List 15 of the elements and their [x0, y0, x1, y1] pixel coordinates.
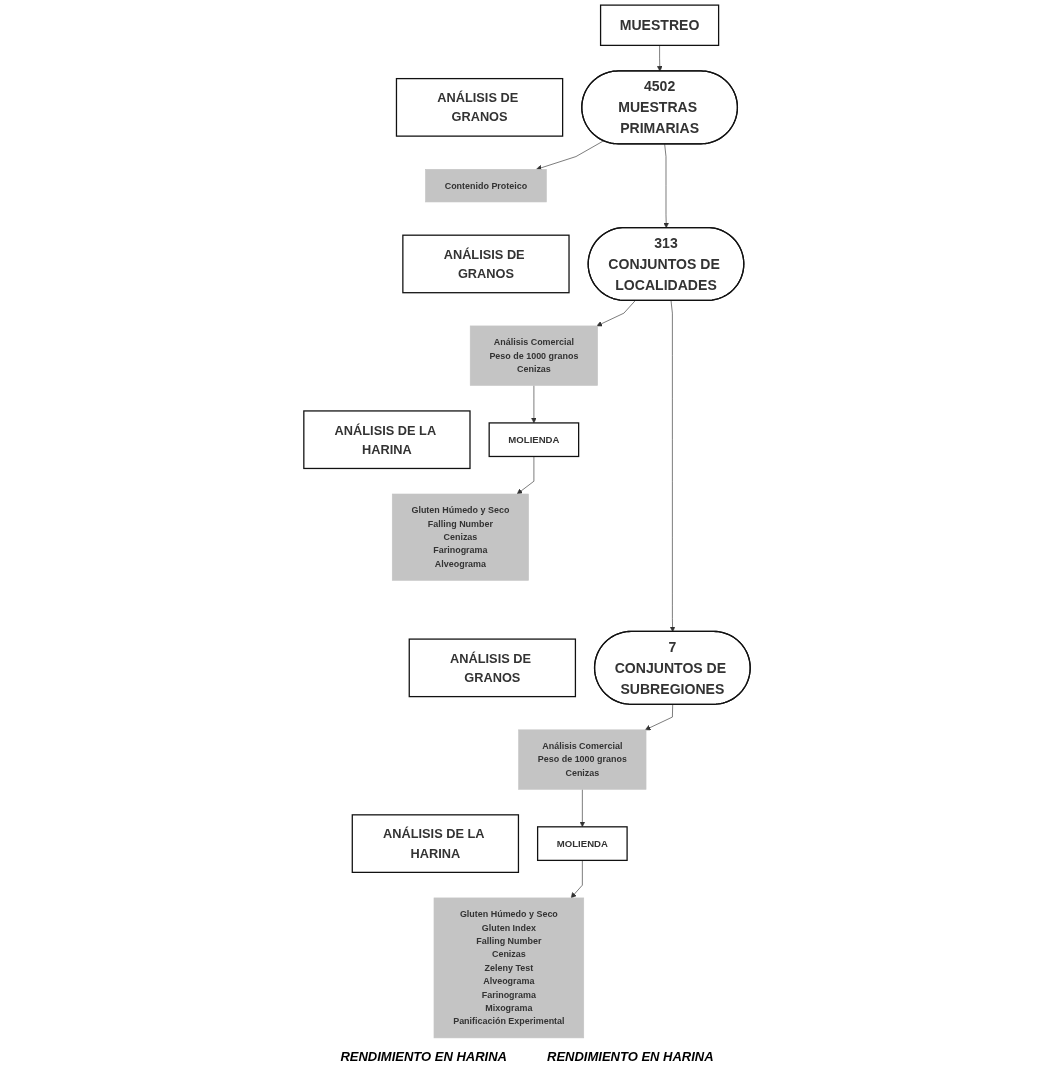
node-box: ANÁLISIS DE GRANOS [408, 638, 577, 698]
node-box: ANÁLISIS DE LA HARINA [303, 410, 471, 470]
node-box: MUESTREO [599, 4, 720, 46]
node-box: Gluten Húmedo y Seco Falling Number Cenizas Farinograma Alveograma [391, 493, 529, 581]
node-box: Análisis Comercial Peso de 1000 granos Cenizas [518, 729, 647, 790]
note-text: RENDIMIENTO EN HARINA [547, 1049, 714, 1064]
node-box: MOLIENDA [488, 422, 580, 458]
node-box: MOLIENDA [537, 826, 628, 861]
node-box: ANÁLISIS DE LA HARINA [351, 814, 520, 873]
note-text: RENDIMIENTO EN HARINA [340, 1049, 507, 1064]
node-box: Gluten Húmedo y Seco Gluten Index Falling Number Cenizas Zeleny Test Alveograma Farinograma Mixograma Panificación Experimental [433, 897, 585, 1039]
node-box: Análisis Comercial Peso de 1000 granos Cenizas [469, 325, 598, 386]
node-box: ANÁLISIS DE GRANOS [395, 77, 564, 137]
node-box: Contenido Proteico [425, 169, 547, 203]
node-box: ANÁLISIS DE GRANOS [402, 234, 570, 294]
